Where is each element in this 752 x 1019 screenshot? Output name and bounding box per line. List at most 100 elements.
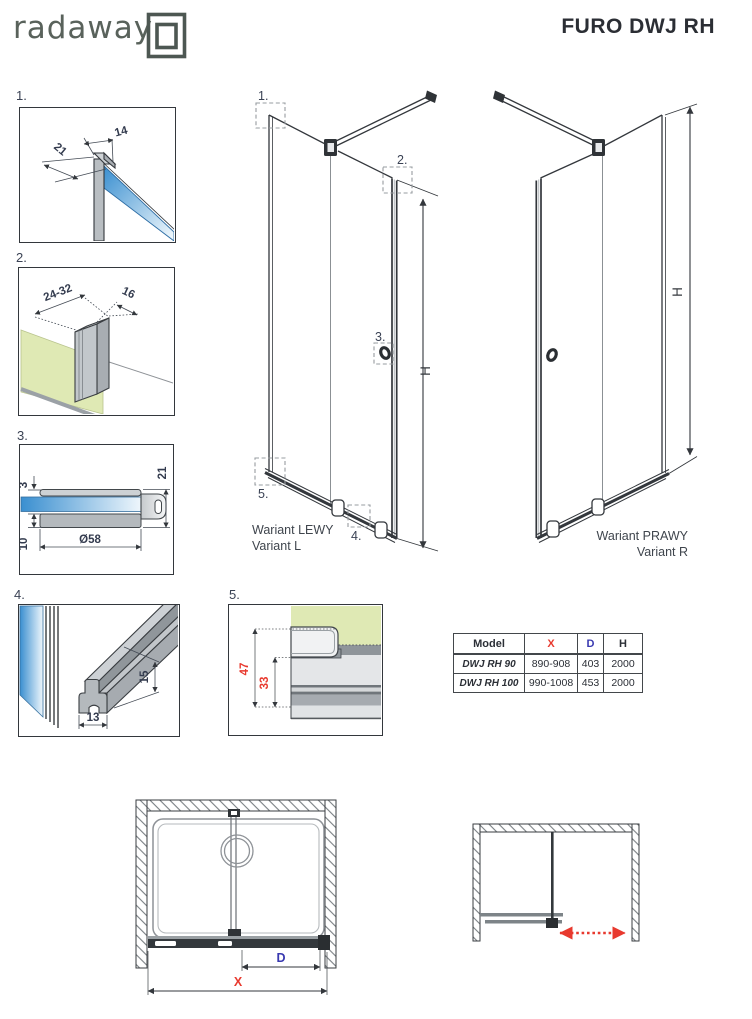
detail-3-box: 3 10 Ø58 21	[19, 444, 174, 575]
dimension-lines	[34, 297, 140, 331]
table-row: DWJ RH 90 890-908 403 2000	[454, 655, 642, 673]
callout-1: 1.	[258, 89, 268, 103]
detail-4-label: 4.	[14, 587, 25, 602]
knob-plan	[220, 834, 254, 868]
dim-label-15: 15	[139, 670, 151, 683]
knob	[379, 346, 391, 360]
cell-h: 2000	[611, 658, 635, 670]
dim-label-13: 13	[87, 712, 100, 724]
h-dimension	[664, 103, 698, 474]
threshold-section	[290, 626, 381, 720]
detail-3-label: 3.	[17, 428, 28, 443]
col-header-model: Model	[454, 634, 525, 653]
door-panel-plan	[485, 920, 562, 924]
dim-label-h-left: H	[418, 366, 433, 376]
door-guide-bracket	[290, 626, 339, 658]
dim-label-x: X	[234, 975, 243, 989]
wall-anchor-cap	[425, 90, 437, 103]
dim-label-21: 21	[51, 141, 69, 159]
dim-label-16: 16	[120, 285, 137, 301]
callout-2: 2.	[397, 153, 407, 167]
glass-panel	[20, 496, 143, 512]
fixed-panel-plan	[480, 913, 563, 917]
elevation-variant-right: H	[493, 90, 698, 543]
wall-anchor-cap	[493, 90, 505, 103]
guide-block	[546, 918, 558, 928]
detail-5-drawing: 47 33	[239, 606, 381, 720]
cell-h: 2000	[611, 677, 635, 689]
variant-left-pl: Wariant LEWY	[252, 523, 334, 537]
spec-table: Model X D H DWJ RH 90 890-908 403 2000 D…	[453, 633, 643, 693]
floor-guide	[591, 498, 605, 516]
dim-label-diameter: Ø58	[79, 534, 101, 546]
table-row: DWJ RH 100 990-1008 453 2000	[454, 673, 642, 692]
col-header-x: X	[525, 634, 578, 653]
dim-label-10: 10	[20, 538, 30, 551]
glass-panel	[19, 605, 44, 718]
plan-view-dimensions: D X	[135, 799, 337, 995]
radaway-logo-text: radaway	[13, 10, 154, 46]
page-title: FURO DWJ RH	[561, 15, 715, 38]
support-bar	[333, 94, 431, 143]
detail-4-drawing: 13 15	[19, 605, 179, 729]
dim-label-d: D	[276, 951, 285, 965]
cell-model: DWJ RH 90	[454, 655, 525, 673]
h-dimension	[396, 179, 439, 552]
dim-label-47: 47	[239, 663, 251, 676]
dimension-lines	[28, 476, 170, 551]
variant-right-pl: Wariant PRAWY	[596, 529, 688, 543]
floor-guide	[374, 521, 388, 539]
detail-1-label: 1.	[16, 88, 27, 103]
col-header-h: H	[619, 637, 627, 650]
dim-label-33: 33	[259, 677, 271, 690]
support-bar	[501, 95, 600, 144]
cell-d: 453	[578, 674, 604, 692]
callout-5: 5.	[258, 487, 268, 501]
cell-x: 890-908	[525, 655, 578, 673]
knob-profile	[140, 493, 167, 520]
dimension-lines	[252, 628, 335, 708]
floor-guide	[546, 520, 560, 538]
variant-left-caption: Wariant LEWY Variant L	[252, 522, 334, 554]
dim-label-3: 3	[20, 482, 30, 488]
cell-x: 990-1008	[525, 674, 578, 692]
walls	[472, 823, 640, 942]
shower-tray	[152, 818, 325, 939]
gasket-strip	[39, 489, 142, 497]
detail-3-drawing: 3 10 Ø58 21	[20, 466, 170, 551]
x-dimension	[147, 951, 328, 995]
elevation-variant-left: 1. 2. 3. 4. 5. H	[254, 89, 439, 552]
wall-profile-3d	[74, 317, 110, 403]
cell-model: DWJ RH 100	[454, 674, 525, 692]
spec-table-header-row: Model X D H	[454, 634, 642, 655]
support-bar-plan	[551, 832, 554, 920]
dimension-lines	[78, 646, 160, 729]
radaway-logo-icon	[146, 12, 187, 59]
door-edge-profile	[45, 606, 59, 728]
knob	[546, 348, 558, 362]
glass-panel	[103, 164, 175, 242]
plan-view-opening	[472, 823, 640, 942]
detail-5-label: 5.	[229, 587, 240, 602]
col-header-d: D	[578, 634, 604, 653]
dim-label-21b: 21	[157, 466, 169, 479]
detail-2-box: 24-32 16	[18, 267, 175, 416]
callout-4: 4.	[351, 529, 361, 543]
dimension-lines	[41, 137, 114, 183]
support-bar-plan	[228, 809, 241, 942]
detail-2-drawing: 24-32 16	[20, 282, 174, 415]
detail-2-label: 2.	[16, 250, 27, 265]
variant-left-en: Variant L	[252, 539, 302, 553]
door-rail-plan	[148, 935, 330, 950]
callout-3: 3.	[375, 330, 385, 344]
detail-4-box: 13 15	[18, 604, 180, 737]
floor-guide	[331, 499, 345, 517]
rail-profile-3d	[78, 605, 179, 715]
detail-1-box: 14 21	[19, 107, 176, 243]
variant-right-en: Variant R	[636, 545, 688, 559]
callout-boxes	[254, 102, 413, 528]
detail-5-box: 47 33	[228, 604, 383, 736]
dim-label-h-right: H	[670, 287, 685, 297]
variant-right-caption: Wariant PRAWY Variant R	[540, 528, 688, 560]
